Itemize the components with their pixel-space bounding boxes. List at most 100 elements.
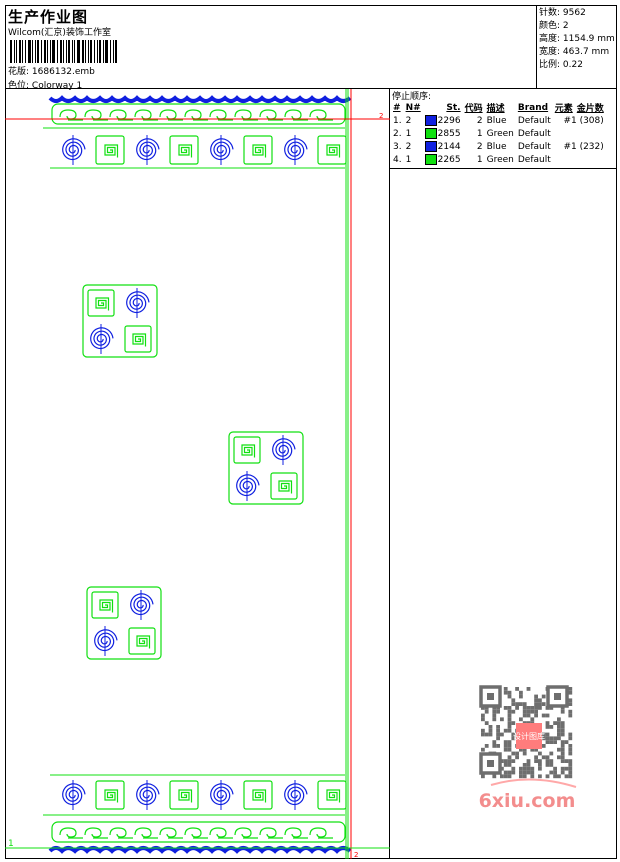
qr-module — [541, 694, 546, 699]
green-square-spiral — [326, 144, 341, 158]
qr-module — [500, 766, 504, 771]
qr-module — [507, 759, 512, 763]
qr-module — [526, 763, 531, 767]
qr-module — [496, 709, 500, 714]
qr-module — [503, 770, 508, 775]
qr-module — [519, 770, 523, 775]
green-square-spiral — [104, 144, 119, 158]
qr-module — [484, 744, 489, 748]
blue-circle-spiral — [210, 783, 234, 806]
blue-circle-spiral — [62, 138, 86, 161]
end-marker-top: 2 — [379, 112, 383, 120]
brand: Default — [517, 128, 551, 139]
qr-module — [568, 690, 573, 695]
info-colors: 颜色: 2 — [539, 21, 569, 31]
qr-finder-center — [554, 693, 561, 700]
qr-module — [492, 744, 497, 748]
qr-module — [557, 774, 561, 779]
qr-module — [534, 706, 538, 710]
qr-module — [500, 717, 504, 722]
qr-module — [488, 732, 493, 737]
color-code: 2 — [476, 141, 483, 152]
qr-module — [507, 740, 512, 744]
green-square-spiral — [178, 144, 193, 158]
green-spiral-outline — [169, 135, 199, 165]
header: 生产作业图 Wilcom(汇京)装饰工作室 花版: 1686132.emb 色位… — [5, 5, 617, 91]
qr-module — [557, 725, 561, 729]
qr-module — [534, 759, 538, 763]
colorway-label: 色位: — [8, 81, 30, 91]
qr-module — [503, 740, 508, 744]
qr-module — [568, 702, 573, 706]
qr-module — [492, 740, 497, 744]
qr-module — [522, 751, 527, 756]
qr-module — [503, 690, 508, 695]
design-info: 针数: 9562 颜色: 2 高度: 1154.9 mm 宽度: 463.7 m… — [536, 5, 617, 89]
sequin-count: #1 (232) — [563, 141, 604, 152]
qr-module — [519, 694, 523, 699]
qr-module — [522, 763, 527, 767]
qr-module — [507, 770, 512, 775]
qr-module — [507, 728, 512, 733]
color-code: 1 — [476, 128, 483, 139]
design-file-label: 花版: — [8, 67, 30, 77]
qr-module — [519, 690, 523, 695]
green-scroll-motif — [59, 827, 83, 839]
qr-module — [522, 713, 527, 718]
qr-module — [545, 713, 550, 718]
qr-module — [530, 706, 535, 710]
qr-module — [568, 744, 573, 748]
needle-number: 2 — [405, 115, 412, 126]
qr-module — [484, 709, 489, 714]
qr-module — [560, 709, 565, 714]
green-scroll-motif — [184, 827, 208, 839]
qr-module — [519, 702, 523, 706]
qr-module — [496, 744, 500, 748]
qr-module — [538, 759, 542, 763]
qr-module — [560, 732, 565, 737]
qr-module — [564, 774, 569, 779]
qr-module — [530, 717, 535, 722]
qr-module — [545, 725, 550, 729]
qr-module — [541, 732, 546, 737]
qr-module — [534, 709, 538, 714]
green-square-spiral — [132, 333, 147, 347]
qr-module — [568, 698, 573, 703]
qr-module — [541, 744, 546, 748]
green-scroll-motif — [134, 827, 158, 839]
qr-finder-center — [487, 760, 494, 767]
color-description: Green — [486, 128, 514, 139]
qr-module — [549, 759, 554, 763]
qr-module — [511, 721, 516, 725]
qr-module — [541, 736, 546, 741]
qr-module — [484, 732, 489, 737]
qr-module — [568, 709, 573, 714]
qr-module — [553, 721, 557, 725]
green-square-spiral — [99, 599, 114, 613]
brand: Default — [517, 141, 551, 152]
qr-module — [526, 770, 531, 775]
qr-module — [545, 774, 550, 779]
qr-module — [507, 747, 512, 752]
qr-module — [507, 713, 512, 718]
info-height: 高度: 1154.9 mm — [539, 34, 615, 44]
qr-module — [500, 732, 504, 737]
qr-module — [564, 759, 569, 763]
sequin-count — [553, 153, 606, 166]
qr-module — [481, 732, 485, 737]
qr-module — [557, 728, 561, 733]
qr-module — [557, 732, 561, 737]
blue-circle-spiral — [284, 138, 308, 161]
qr-module — [568, 736, 573, 741]
blue-circle-spiral — [62, 783, 86, 806]
qr-module — [507, 694, 512, 699]
qr-module — [568, 763, 573, 767]
color-code: 1 — [476, 154, 483, 165]
qr-module — [557, 736, 561, 741]
qr-module — [503, 747, 508, 752]
qr-module — [557, 747, 561, 752]
green-scroll-motif — [309, 827, 333, 839]
design-file-value: 1686132.emb — [31, 67, 95, 77]
